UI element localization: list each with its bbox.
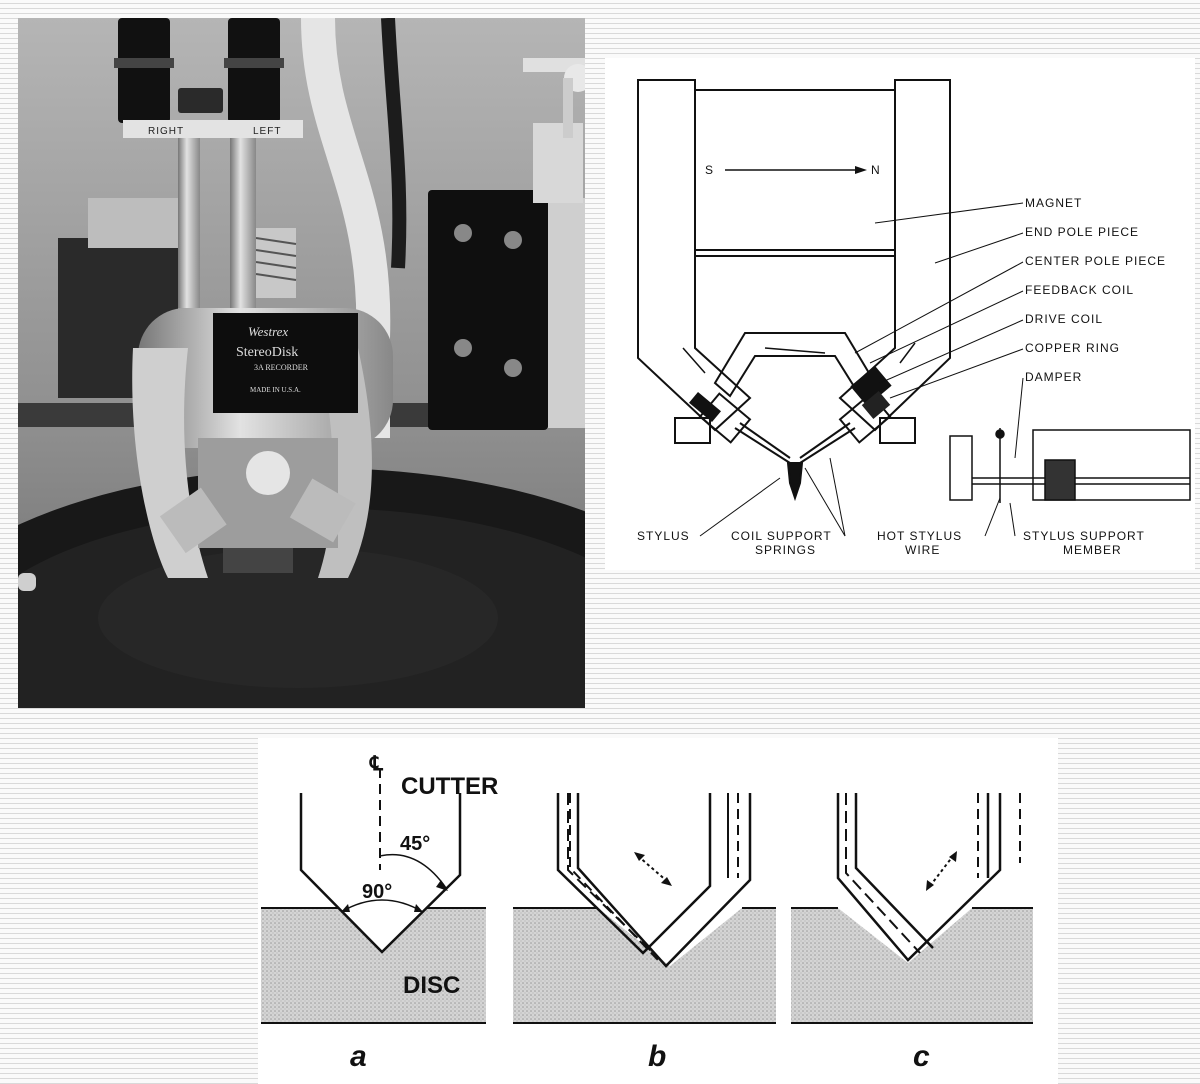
callout-labels: MAGNET END POLE PIECE CENTER POLE PIECE … — [1025, 196, 1166, 384]
pole-n-label: N — [871, 163, 881, 177]
panel-letter-b: b — [648, 1040, 666, 1073]
label-coil-support: COIL SUPPORT — [731, 529, 832, 543]
cutter-head-illustration: RIGHT LEFT Westrex StereoDisk 3A RECORDE… — [18, 18, 585, 708]
groove-diagrams: ℄ CUTTER 45° 90° DISC a — [261, 753, 1033, 1073]
callout-drive-coil: DRIVE COIL — [1025, 312, 1103, 326]
cutter-label: CUTTER — [401, 773, 498, 800]
callout-damper: DAMPER — [1025, 370, 1082, 384]
callout-end-pole-piece: END POLE PIECE — [1025, 225, 1139, 239]
schematic-drawing: S N — [637, 79, 1191, 557]
callout-leaders — [699, 202, 1024, 537]
flux-arrowhead — [855, 166, 867, 174]
centerline-symbol: ℄ — [369, 753, 384, 775]
label-wire: WIRE — [905, 543, 940, 557]
angle-90-label: 90° — [362, 881, 392, 903]
nameplate-origin: MADE IN U.S.A. — [250, 386, 301, 394]
bottom-labels: STYLUS COIL SUPPORT SPRINGS HOT STYLUS W… — [637, 529, 1145, 557]
left-plate-label: LEFT — [253, 126, 281, 137]
stylus-support-detail — [949, 428, 1191, 503]
cutter-schematic: S N — [605, 58, 1195, 570]
angle-45-label: 45° — [400, 833, 430, 855]
nameplate-brand: Westrex — [248, 324, 288, 339]
groove-panel-c: c — [791, 793, 1033, 1073]
callout-copper-ring: COPPER RING — [1025, 341, 1120, 355]
right-plate-label: RIGHT — [148, 126, 184, 137]
nameplate-model: StereoDisk — [236, 345, 298, 360]
label-stylus-support: STYLUS SUPPORT — [1023, 529, 1145, 543]
label-hot-stylus: HOT STYLUS — [877, 529, 962, 543]
cutter-head-photo: RIGHT LEFT Westrex StereoDisk 3A RECORDE… — [18, 18, 585, 708]
panel-letter-a: a — [350, 1040, 367, 1073]
nameplate-type: 3A RECORDER — [254, 363, 309, 372]
callout-center-pole-piece: CENTER POLE PIECE — [1025, 254, 1166, 268]
callout-magnet: MAGNET — [1025, 196, 1082, 210]
groove-panel-b: b — [513, 793, 776, 1073]
pole-s-label: S — [705, 163, 714, 177]
callout-feedback-coil: FEEDBACK COIL — [1025, 283, 1134, 297]
label-springs: SPRINGS — [755, 543, 816, 557]
groove-panel-a: ℄ CUTTER 45° 90° DISC a — [261, 753, 498, 1073]
groove-cross-sections: ℄ CUTTER 45° 90° DISC a — [258, 738, 1058, 1084]
label-stylus: STYLUS — [637, 529, 690, 543]
magnet-assembly — [637, 79, 951, 502]
panel-letter-c: c — [913, 1040, 930, 1073]
label-member: MEMBER — [1063, 543, 1122, 557]
disc-label: DISC — [403, 972, 460, 999]
